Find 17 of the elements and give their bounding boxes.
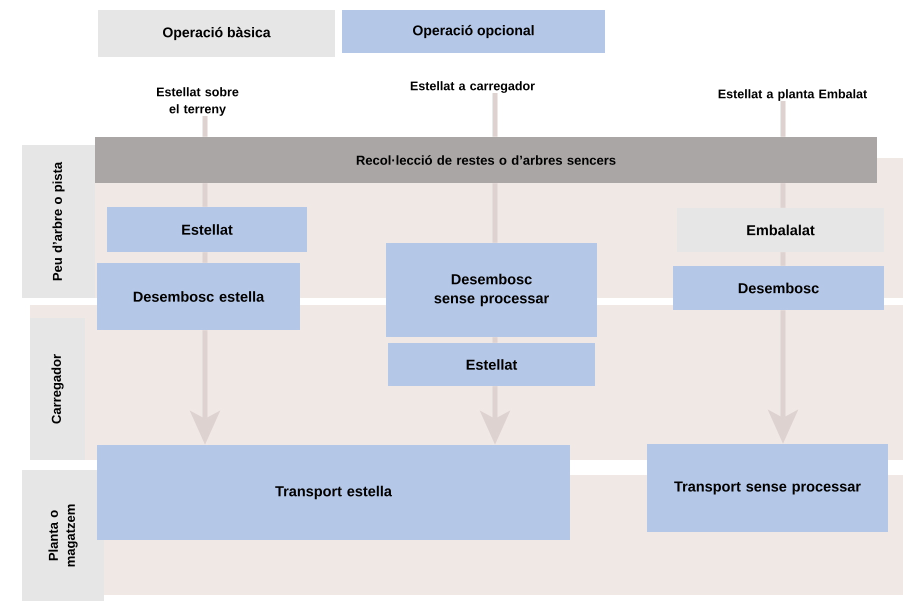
process-box: Estellat (107, 207, 307, 252)
lane-label: Planta o magatzem (22, 470, 104, 601)
column-heading: Estellat a carregador (410, 81, 535, 93)
process-box: Estellat (388, 343, 595, 386)
column-heading: Estellat sobre el terreny (157, 87, 238, 116)
legend-item: Operació opcional (342, 10, 605, 53)
process-box: Desembosc (673, 266, 884, 310)
process-box: Desembosc sense processar (386, 243, 597, 337)
lane-label: Peu d’arbre o pista (22, 145, 95, 298)
band-box: Recol·lecció de restes o d’arbres sencers (95, 137, 877, 183)
process-box: Transport estella (97, 445, 570, 540)
process-box: Embalalat (677, 208, 884, 252)
lane-label: Carregador (30, 318, 85, 460)
legend-item: Operació bàsica (98, 10, 335, 57)
process-box: Transport sense processar (647, 444, 888, 532)
column-heading: Estellat a planta Embalat (718, 89, 868, 101)
process-box: Desembosc estella (97, 263, 300, 330)
